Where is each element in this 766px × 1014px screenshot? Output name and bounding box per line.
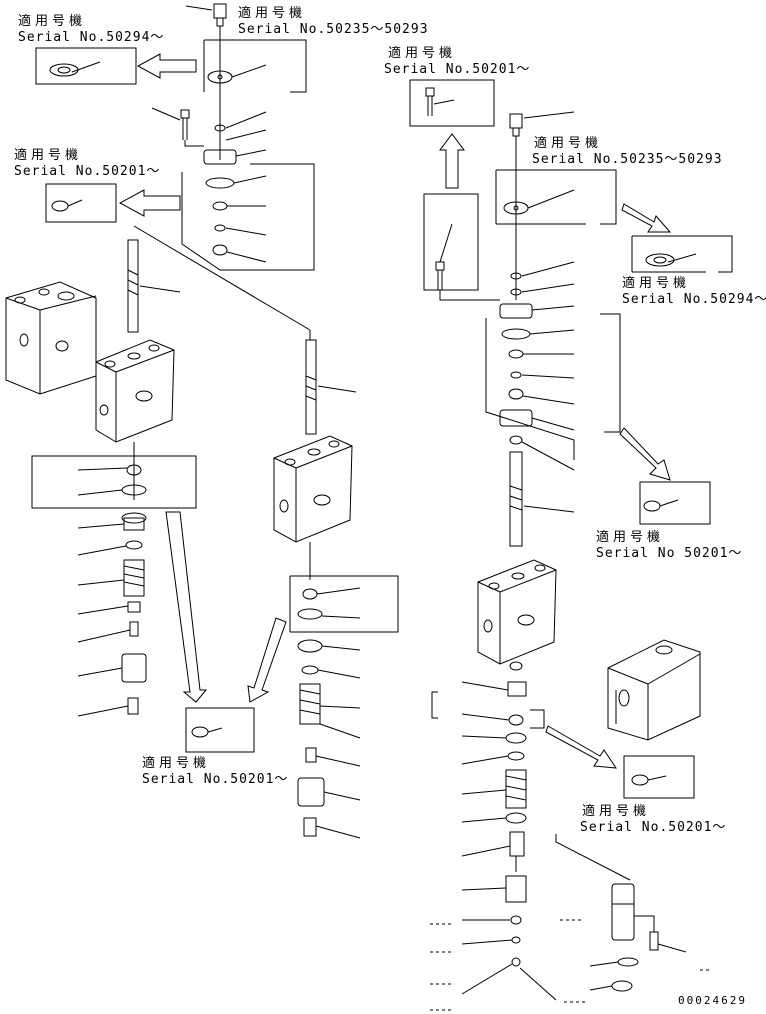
- callout-box-top-center: [204, 40, 306, 92]
- applicability-label-right: 適用号機: [534, 136, 603, 151]
- arrow-down-center: [248, 618, 286, 702]
- parts-lower-right: [432, 682, 556, 1000]
- serial-label-bottom-center: Serial No.50201～: [142, 772, 289, 787]
- inset-box-top-right: [410, 80, 494, 126]
- spool-right: [510, 452, 574, 546]
- inset-box-bottom-center: [186, 708, 254, 752]
- arrow-right-top: [622, 204, 670, 232]
- spool-center: [306, 330, 356, 434]
- applicability-label-bottom-right: 適用号機: [582, 804, 651, 819]
- lead-marks-bottom: [430, 920, 712, 1010]
- applicability-label-top-right: 適用号機: [388, 46, 457, 61]
- valve-block-center: [274, 436, 352, 580]
- serial-label-bottom-right: Serial No.50201～: [580, 820, 727, 835]
- arrow-right-lower: [546, 726, 616, 768]
- applicability-label-right-50294: 適用号機: [622, 276, 691, 291]
- applicability-label-left: 適用号機: [14, 148, 83, 163]
- bracket-center: [182, 164, 314, 270]
- applicability-label-top-left: 適用号機: [18, 14, 87, 29]
- serial-label-right: Serial No.50235～50293: [532, 152, 723, 167]
- parts-stack-center: [204, 112, 266, 262]
- serial-label-top-right: Serial No.50201～: [384, 62, 531, 77]
- arrow-up-right: [440, 134, 464, 188]
- valve-block-far-left: [6, 282, 96, 394]
- arrow-left-mid: [120, 190, 180, 216]
- serial-label-left: Serial No.50201～: [14, 164, 161, 179]
- inset-box-right-lower: [624, 756, 694, 798]
- box-center: [290, 576, 398, 632]
- inset-box-top-left: [36, 48, 136, 84]
- spool-left: [128, 240, 180, 332]
- valve-block-far-right: [608, 640, 700, 740]
- parts-lower-left: [78, 513, 146, 716]
- arrow-right-mid: [620, 428, 670, 480]
- parts-lower-center: [298, 640, 360, 838]
- bracket-right: [486, 314, 620, 460]
- valve-block-left: [96, 340, 174, 500]
- applicability-label-top-center: 適用号機: [238, 6, 307, 21]
- parts-stack-right: [500, 262, 574, 470]
- callout-box-right: [496, 170, 616, 224]
- serial-label-right-50294: Serial No.50294～: [622, 292, 766, 307]
- inset-box-right-50294: [632, 236, 732, 272]
- box-right-bolt: [424, 194, 500, 300]
- document-number: 00024629: [678, 994, 747, 1007]
- valve-block-right: [478, 560, 556, 670]
- applicability-label-right-mid: 適用号機: [596, 530, 665, 545]
- box-left-mid: [32, 456, 196, 508]
- arrow-left-top: [138, 54, 196, 78]
- arrow-down-left: [166, 512, 206, 702]
- inset-box-right-mid: [640, 482, 710, 524]
- serial-label-top-center: Serial No.50235～50293: [238, 22, 429, 37]
- guide-line-diagonal: [134, 226, 310, 330]
- inset-box-left: [46, 184, 116, 222]
- bolt-left-of-stack: [152, 108, 204, 146]
- serial-label-top-left: Serial No.50294～: [18, 30, 165, 45]
- sensor-part-top-center: [186, 4, 226, 160]
- serial-label-right-mid: Serial No 50201～: [596, 546, 743, 561]
- applicability-label-bottom-center: 適用号機: [142, 756, 211, 771]
- cylinder-bottom-right: [556, 834, 686, 991]
